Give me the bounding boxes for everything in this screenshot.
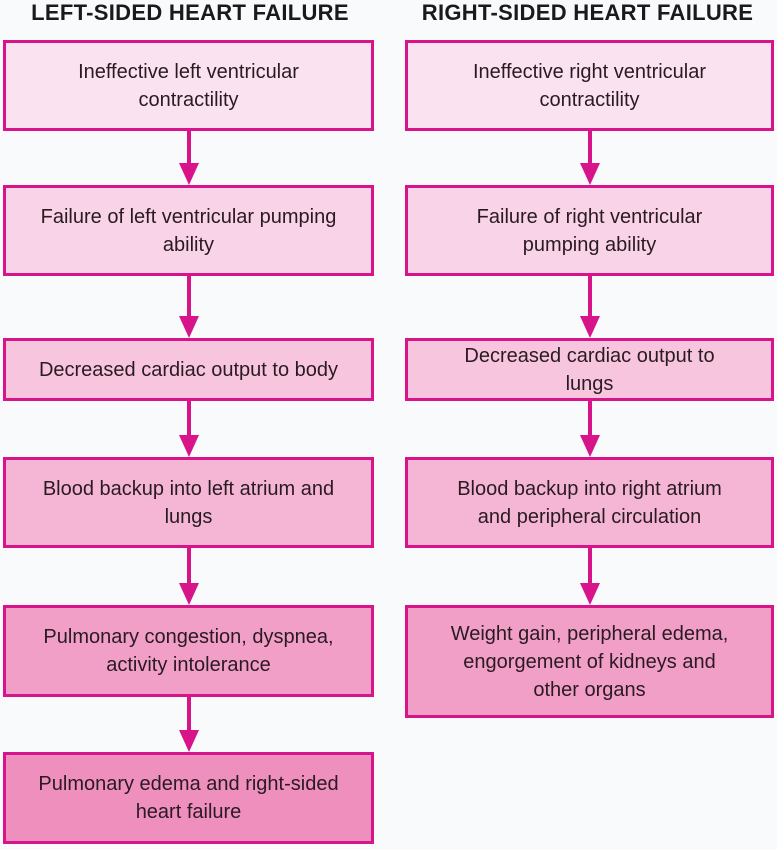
step-text: Blood backup into left atrium and lungs [42, 477, 335, 528]
flow-arrow-icon [178, 697, 199, 752]
step-text: Pulmonary edema and right-sided heart fa… [38, 773, 339, 823]
step-text: Failure of left ventricular pumping abil… [40, 205, 337, 256]
right-step-box: Weight gain, peripheral edema, engorgeme… [405, 605, 774, 718]
left-step-box: Ineffective left ventricular contractili… [3, 40, 374, 131]
flow-arrow-icon [178, 131, 199, 185]
step-text: Pulmonary congestion, dyspnea, activity … [43, 626, 334, 676]
step-text: Ineffective right ventricular contractil… [472, 60, 707, 111]
right-step-box: Blood backup into right atrium and perip… [405, 457, 774, 548]
right-column-title: RIGHT-SIDED HEART FAILURE [421, 0, 754, 25]
step-text: Failure of right ventricular pumping abi… [476, 205, 703, 256]
step-text: Ineffective left ventricular contractili… [78, 60, 299, 111]
flow-arrow-icon [579, 276, 600, 338]
step-text: Decreased cardiac output to body [38, 358, 339, 381]
right-step-box: Decreased cardiac output to lungs [405, 338, 774, 401]
flow-arrow-icon [178, 276, 199, 338]
step-text: Decreased cardiac output to lungs [464, 344, 715, 395]
step-text: Blood backup into right atrium and perip… [457, 477, 722, 528]
left-step-box: Pulmonary edema and right-sided heart fa… [3, 752, 374, 844]
left-column-title: LEFT-SIDED HEART FAILURE [31, 0, 349, 25]
flow-arrow-icon [178, 401, 199, 457]
right-step-box: Failure of right ventricular pumping abi… [405, 185, 774, 276]
left-step-box: Decreased cardiac output to body [3, 338, 374, 401]
flow-arrow-icon [579, 401, 600, 457]
left-step-box: Pulmonary congestion, dyspnea, activity … [3, 605, 374, 697]
right-step-box: Ineffective right ventricular contractil… [405, 40, 774, 131]
flow-arrow-icon [178, 548, 199, 605]
left-step-box: Failure of left ventricular pumping abil… [3, 185, 374, 276]
flow-arrow-icon [579, 131, 600, 185]
flow-arrow-icon [579, 548, 600, 605]
left-step-box: Blood backup into left atrium and lungs [3, 457, 374, 548]
step-text: Weight gain, peripheral edema, engorgeme… [450, 622, 729, 701]
